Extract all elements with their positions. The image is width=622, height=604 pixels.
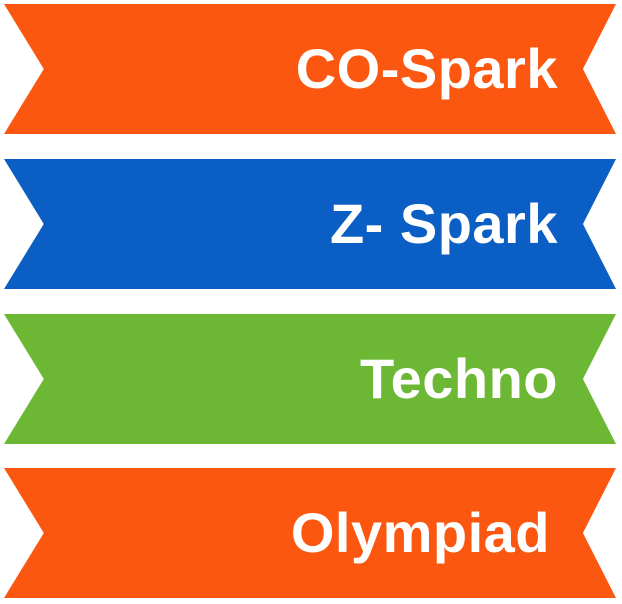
banner-label: Olympiad bbox=[290, 501, 550, 564]
banner-co-spark[interactable]: CO-Spark bbox=[4, 4, 616, 134]
banner-label: Z- Spark bbox=[329, 192, 558, 255]
banner-techno[interactable]: Techno bbox=[4, 314, 616, 444]
banner-olympiad[interactable]: Olympiad bbox=[4, 468, 616, 598]
banner-z-spark[interactable]: Z- Spark bbox=[4, 159, 616, 289]
banner-label: CO-Spark bbox=[295, 37, 558, 100]
banner-label: Techno bbox=[360, 347, 558, 410]
